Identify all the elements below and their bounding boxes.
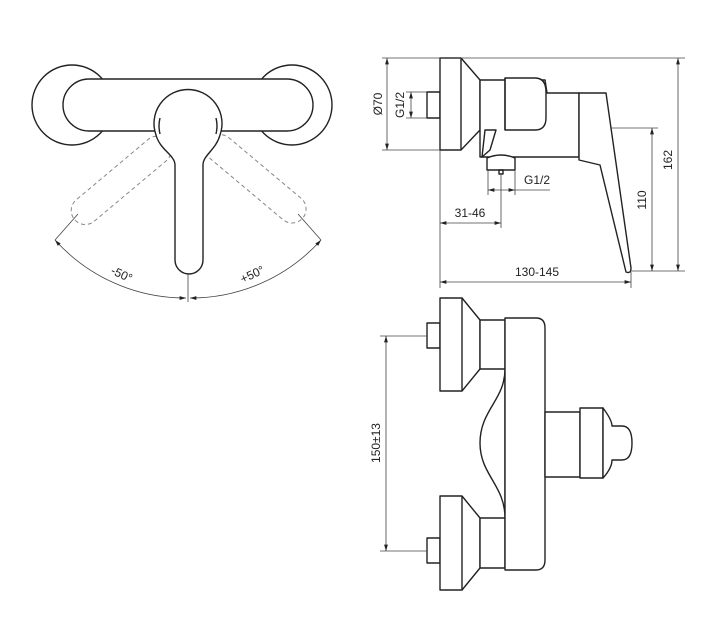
- dashed-lever-right: [205, 134, 307, 224]
- wall-flange: [439, 57, 481, 151]
- lower-inlet-stub: [426, 537, 441, 564]
- cartridge-housing: [504, 77, 547, 131]
- lever-height-label: 110: [635, 190, 649, 209]
- lever-indicator-marks: [158, 117, 218, 135]
- diverter-spout: [481, 129, 497, 158]
- inlet-stub: [426, 91, 441, 119]
- lever-knob: [602, 407, 633, 479]
- outlet-offset-label: 31-46: [455, 206, 486, 220]
- upper-inlet-stub: [426, 322, 441, 349]
- body-wave: [479, 368, 506, 519]
- upper-flange: [439, 297, 481, 392]
- angle-arc-right: [189, 239, 322, 300]
- dashed-lever-left: [70, 135, 172, 226]
- outlet-thread-label: G1/2: [524, 173, 550, 187]
- total-height-label: 162: [661, 150, 675, 170]
- side-view: Ø70 G1/2 G1/2 31-46 130-145 110 162: [371, 57, 685, 288]
- side-lever: [578, 92, 632, 274]
- front-view: -50° +50°: [31, 64, 333, 302]
- projection-label: 130-145: [515, 265, 559, 279]
- angle-arc-left: [54, 239, 187, 300]
- lower-flange: [439, 495, 481, 591]
- inlet-thread-label: G1/2: [393, 92, 407, 118]
- outlet-connector: [486, 154, 516, 171]
- lever-handle: [153, 88, 223, 275]
- inlet-spacing-label: 150±13: [369, 423, 383, 463]
- flange-diameter-label: Ø70: [371, 92, 385, 115]
- cartridge-cap: [579, 407, 604, 479]
- body-top: [504, 317, 546, 571]
- top-view: 150±13: [369, 297, 633, 591]
